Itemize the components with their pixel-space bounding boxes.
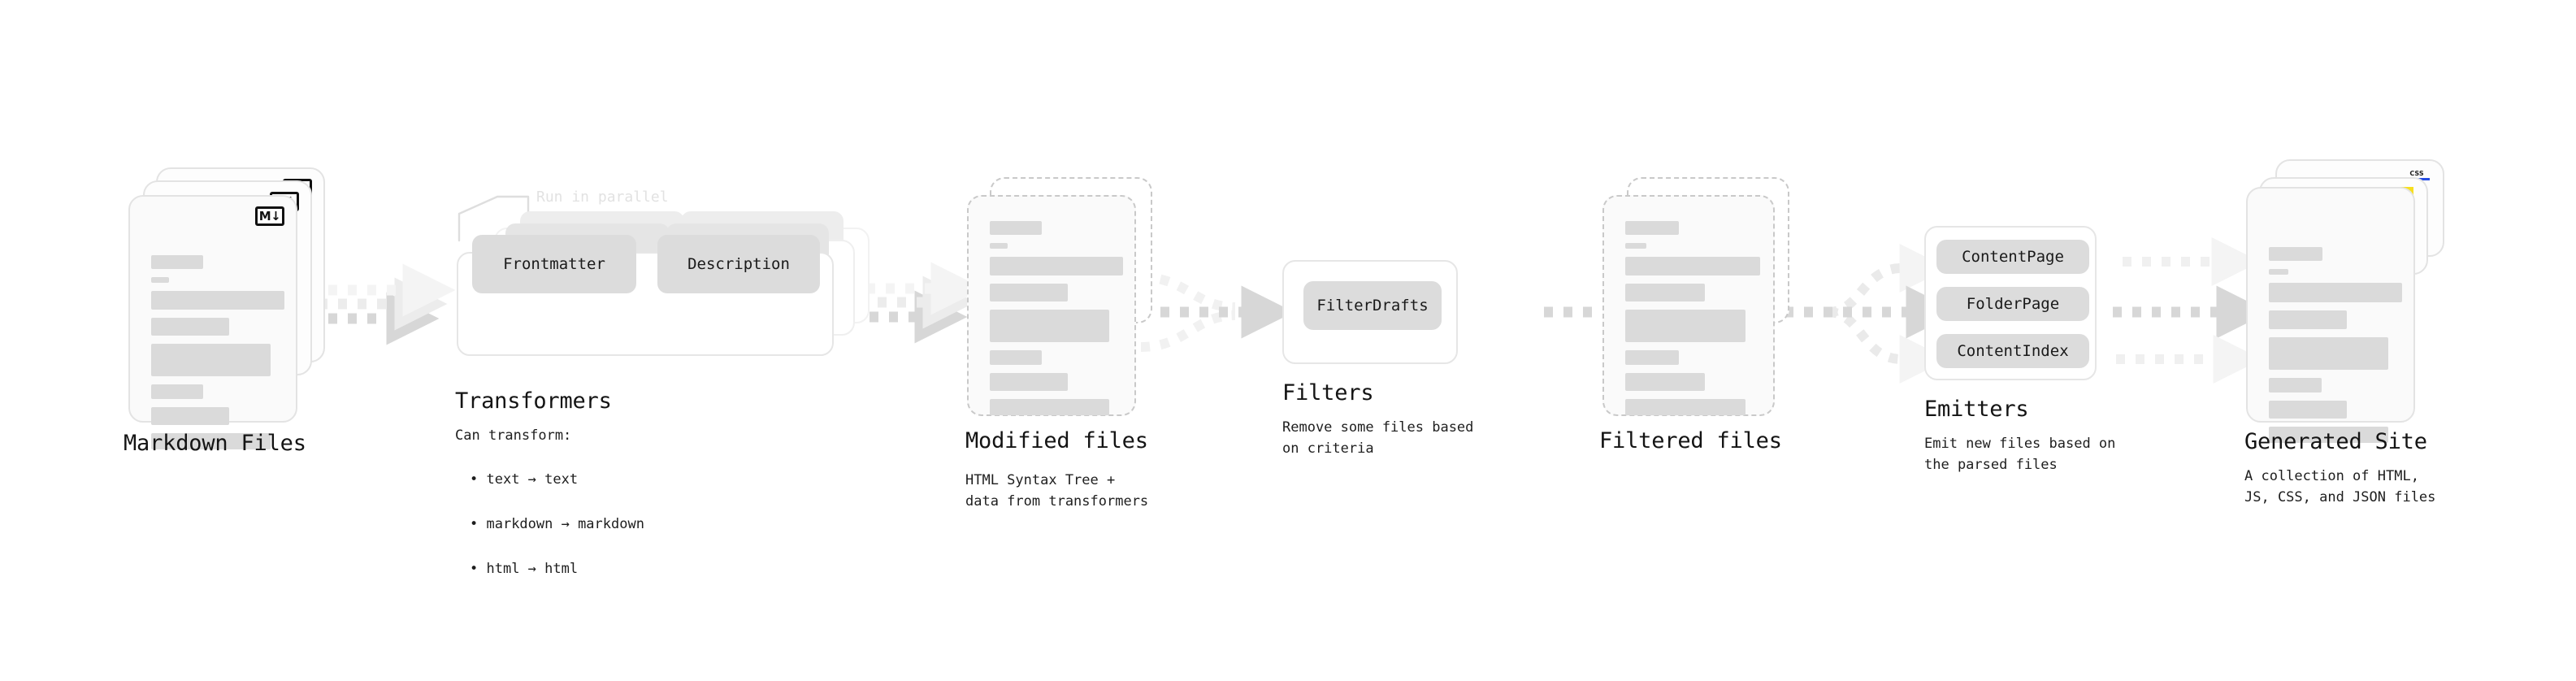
connector-filtered-to-emitters bbox=[1785, 244, 1959, 384]
modified-card-front[interactable] bbox=[967, 195, 1136, 416]
generated-site-subtitle: A collection of HTML, JS, CSS, and JSON … bbox=[2244, 468, 2436, 506]
skeleton-bar bbox=[990, 243, 1008, 249]
skeleton-bar bbox=[1625, 373, 1705, 391]
skeleton-bars bbox=[990, 221, 1123, 423]
emitter-node-folderpage[interactable]: FolderPage bbox=[1936, 287, 2089, 321]
skeleton-bar bbox=[990, 284, 1068, 301]
skeleton-bar bbox=[1625, 243, 1646, 249]
skeleton-bar bbox=[2269, 247, 2322, 261]
skeleton-bar bbox=[990, 399, 1109, 415]
skeleton-bar bbox=[1625, 310, 1746, 342]
stage-title-transformers: Transformers bbox=[455, 388, 612, 414]
markdown-badge: M↓ bbox=[255, 206, 284, 226]
skeleton-bar bbox=[151, 255, 203, 269]
skeleton-bar bbox=[151, 407, 229, 425]
skeleton-bar bbox=[990, 350, 1042, 365]
transformers-subtitle: Can transform: bbox=[455, 427, 572, 444]
skeleton-bar bbox=[2269, 283, 2402, 302]
stage-title-generated-site: Generated Site bbox=[2244, 429, 2427, 454]
skeleton-bar bbox=[990, 310, 1109, 342]
stage-title-modified-files: Modified files bbox=[965, 428, 1148, 453]
emitter-node-contentindex[interactable]: ContentIndex bbox=[1936, 334, 2089, 368]
transformer-node-description[interactable]: Description bbox=[657, 235, 820, 293]
list-item: • html → html bbox=[470, 560, 579, 577]
skeleton-bar bbox=[990, 257, 1123, 275]
skeleton-bars bbox=[151, 255, 284, 458]
emitters-group[interactable]: ContentPage FolderPage ContentIndex bbox=[1924, 226, 2097, 380]
skeleton-bar bbox=[151, 318, 229, 336]
skeleton-bars bbox=[1625, 221, 1760, 423]
skeleton-bar bbox=[1625, 257, 1760, 275]
emitter-node-contentpage[interactable]: ContentPage bbox=[1936, 240, 2089, 274]
skeleton-bar bbox=[1625, 350, 1679, 365]
transformers-bullets: • text → text • markdown → markdown • ht… bbox=[470, 446, 644, 603]
connector-modified-to-filters bbox=[1140, 272, 1295, 352]
stage-title-filtered-files: Filtered files bbox=[1599, 428, 1782, 453]
filters-subtitle: Remove some files based on criteria bbox=[1282, 419, 1474, 458]
filtered-card-front[interactable] bbox=[1602, 195, 1775, 416]
site-card-html[interactable] bbox=[2246, 187, 2415, 443]
skeleton-bar bbox=[151, 433, 271, 449]
list-item: • markdown → markdown bbox=[470, 515, 644, 532]
filters-group[interactable]: FilterDrafts bbox=[1282, 260, 1458, 364]
markdown-card-front[interactable]: M↓ bbox=[128, 195, 297, 449]
list-item: • text → text bbox=[470, 471, 579, 488]
stage-title-filters: Filters bbox=[1282, 380, 1374, 406]
skeleton-bar bbox=[2269, 310, 2347, 329]
skeleton-bar bbox=[990, 373, 1068, 391]
skeleton-bars bbox=[2269, 247, 2402, 451]
emitters-subtitle: Emit new files based on the parsed files bbox=[1924, 436, 2116, 474]
run-in-parallel-label: Run in parallel bbox=[536, 189, 669, 206]
transformer-group-front[interactable]: Frontmatter Description bbox=[457, 235, 834, 356]
connector-emitters-to-site bbox=[2113, 237, 2270, 384]
modified-files-subtitle: HTML Syntax Tree + data from transformer… bbox=[965, 472, 1149, 510]
stage-title-emitters: Emitters bbox=[1924, 397, 2029, 422]
skeleton-bar bbox=[1625, 399, 1746, 415]
skeleton-bar bbox=[151, 344, 271, 376]
skeleton-bar bbox=[2269, 337, 2388, 370]
skeleton-bar bbox=[1625, 284, 1705, 301]
transformer-node-frontmatter[interactable]: Frontmatter bbox=[472, 235, 636, 293]
stage-title-markdown-files: Markdown Files bbox=[124, 431, 306, 456]
skeleton-bar bbox=[2269, 401, 2347, 419]
skeleton-bar bbox=[2269, 269, 2288, 275]
skeleton-bar bbox=[151, 291, 284, 310]
skeleton-bar bbox=[990, 221, 1042, 235]
skeleton-bar bbox=[151, 384, 203, 399]
skeleton-bar bbox=[2269, 427, 2388, 443]
skeleton-bar bbox=[1625, 221, 1679, 235]
skeleton-bar bbox=[2269, 378, 2322, 393]
skeleton-bar bbox=[151, 277, 169, 283]
filter-node-filterdrafts[interactable]: FilterDrafts bbox=[1303, 281, 1442, 330]
